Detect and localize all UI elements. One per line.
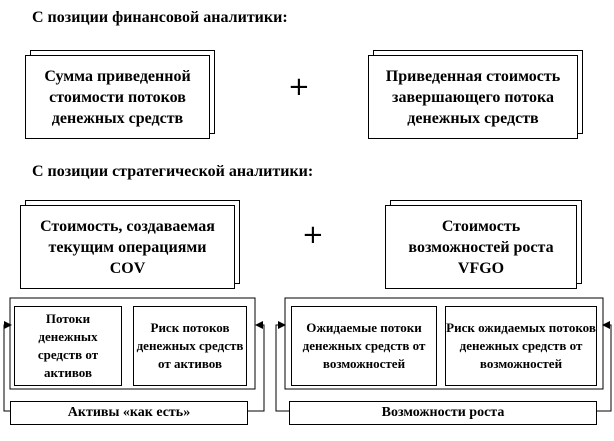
left-bracket-arrow [3,321,12,412]
box-asset-cash-flows: Потоки денежных средств от активов [14,306,122,386]
heading-financial: С позиции финансовой аналитики: [32,9,288,26]
left-group-frame [9,297,256,390]
box-asset-cash-flow-risk: Риск потоков денежных средств от активов [133,306,247,386]
box-opportunity-flow-risk: Риск ожидаемых потоков денежных средств … [445,306,597,386]
label-assets-as-is: Активы «как есть» [10,401,248,425]
left-bracket-arrow-right [247,321,265,412]
plus-sign-strategic: + [302,220,324,250]
plus-sign-financial: + [288,72,310,102]
right-group-frame [284,297,604,390]
box-cov: Стоимость, создаваемая текущим операциям… [20,205,235,289]
box-vfgo: Стоимость возможностей роста VFGO [385,205,577,289]
box-pv-cash-flows-label: Сумма приведенной стоимости потоков дене… [44,67,191,127]
heading-strategic: С позиции стратегической аналитики: [32,163,314,180]
box-cov-label: Стоимость, создаваемая текущим операциям… [40,217,215,277]
box-terminal-value: Приведенная стоимость завершающего поток… [368,55,578,139]
right-bracket-arrow-right [596,321,612,412]
box-expected-opportunity-flows: Ожидаемые потоки денежных средств от воз… [291,306,437,386]
box-terminal-value-label: Приведенная стоимость завершающего поток… [385,67,561,127]
label-growth-opportunities: Возможности роста [289,401,597,425]
box-vfgo-label: Стоимость возможностей роста VFGO [408,217,554,277]
box-pv-cash-flows: Сумма приведенной стоимости потоков дене… [25,55,210,139]
right-bracket-arrow-left [275,321,289,412]
